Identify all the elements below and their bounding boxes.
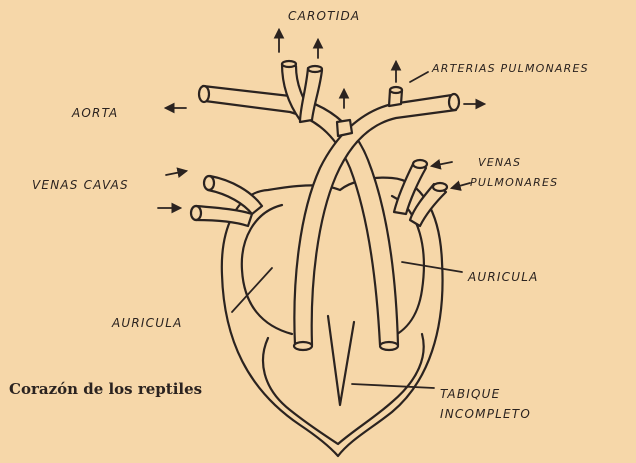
label-arterias-pulmonares: ARTERIAS PULMONARES: [431, 62, 589, 75]
label-tabique-2: INCOMPLETO: [440, 407, 531, 421]
label-tabique-1: TABIQUE: [440, 387, 500, 401]
carotid-right-opening: [308, 66, 322, 72]
pulmonary-stub-opening: [390, 87, 402, 93]
vena-cava-arrow-upper: [166, 171, 186, 175]
label-auricula-right: AURICULA: [467, 270, 539, 284]
incomplete-septum: [328, 316, 354, 405]
pulmonary-vein-arrow-lower: [452, 183, 470, 188]
label-venas-cavas: VENAS CAVAS: [32, 178, 129, 192]
caption: Corazón de los reptiles: [9, 380, 202, 398]
carotid-left-opening: [282, 61, 296, 67]
label-venas-pulmonares-2: PULMONARES: [470, 176, 558, 189]
vena-cava-lower-opening: [191, 206, 201, 220]
aorta-opening: [199, 86, 209, 102]
label-venas-pulmonares-1: VENAS: [478, 156, 521, 169]
pulmonary-artery-stub-2: [337, 120, 352, 136]
vena-cava-upper-opening: [204, 176, 214, 190]
ventricle-right-opening: [380, 342, 398, 350]
pulmonary-right-opening: [449, 94, 459, 110]
label-aorta: AORTA: [71, 106, 118, 120]
label-auricula-left: AURICULA: [111, 316, 183, 330]
pulmonary-vein-upper-opening: [413, 160, 427, 168]
auricula-right-leader: [402, 262, 462, 272]
tabique-leader: [352, 384, 434, 388]
label-carotida: CAROTIDA: [288, 9, 360, 23]
pulmonary-vein-arrow-upper: [432, 162, 452, 166]
pulmonary-vein-lower-opening: [433, 183, 447, 191]
arterias-leader: [410, 72, 428, 82]
vena-cava-lower: [196, 206, 252, 226]
ventricle-left-opening: [294, 342, 312, 350]
